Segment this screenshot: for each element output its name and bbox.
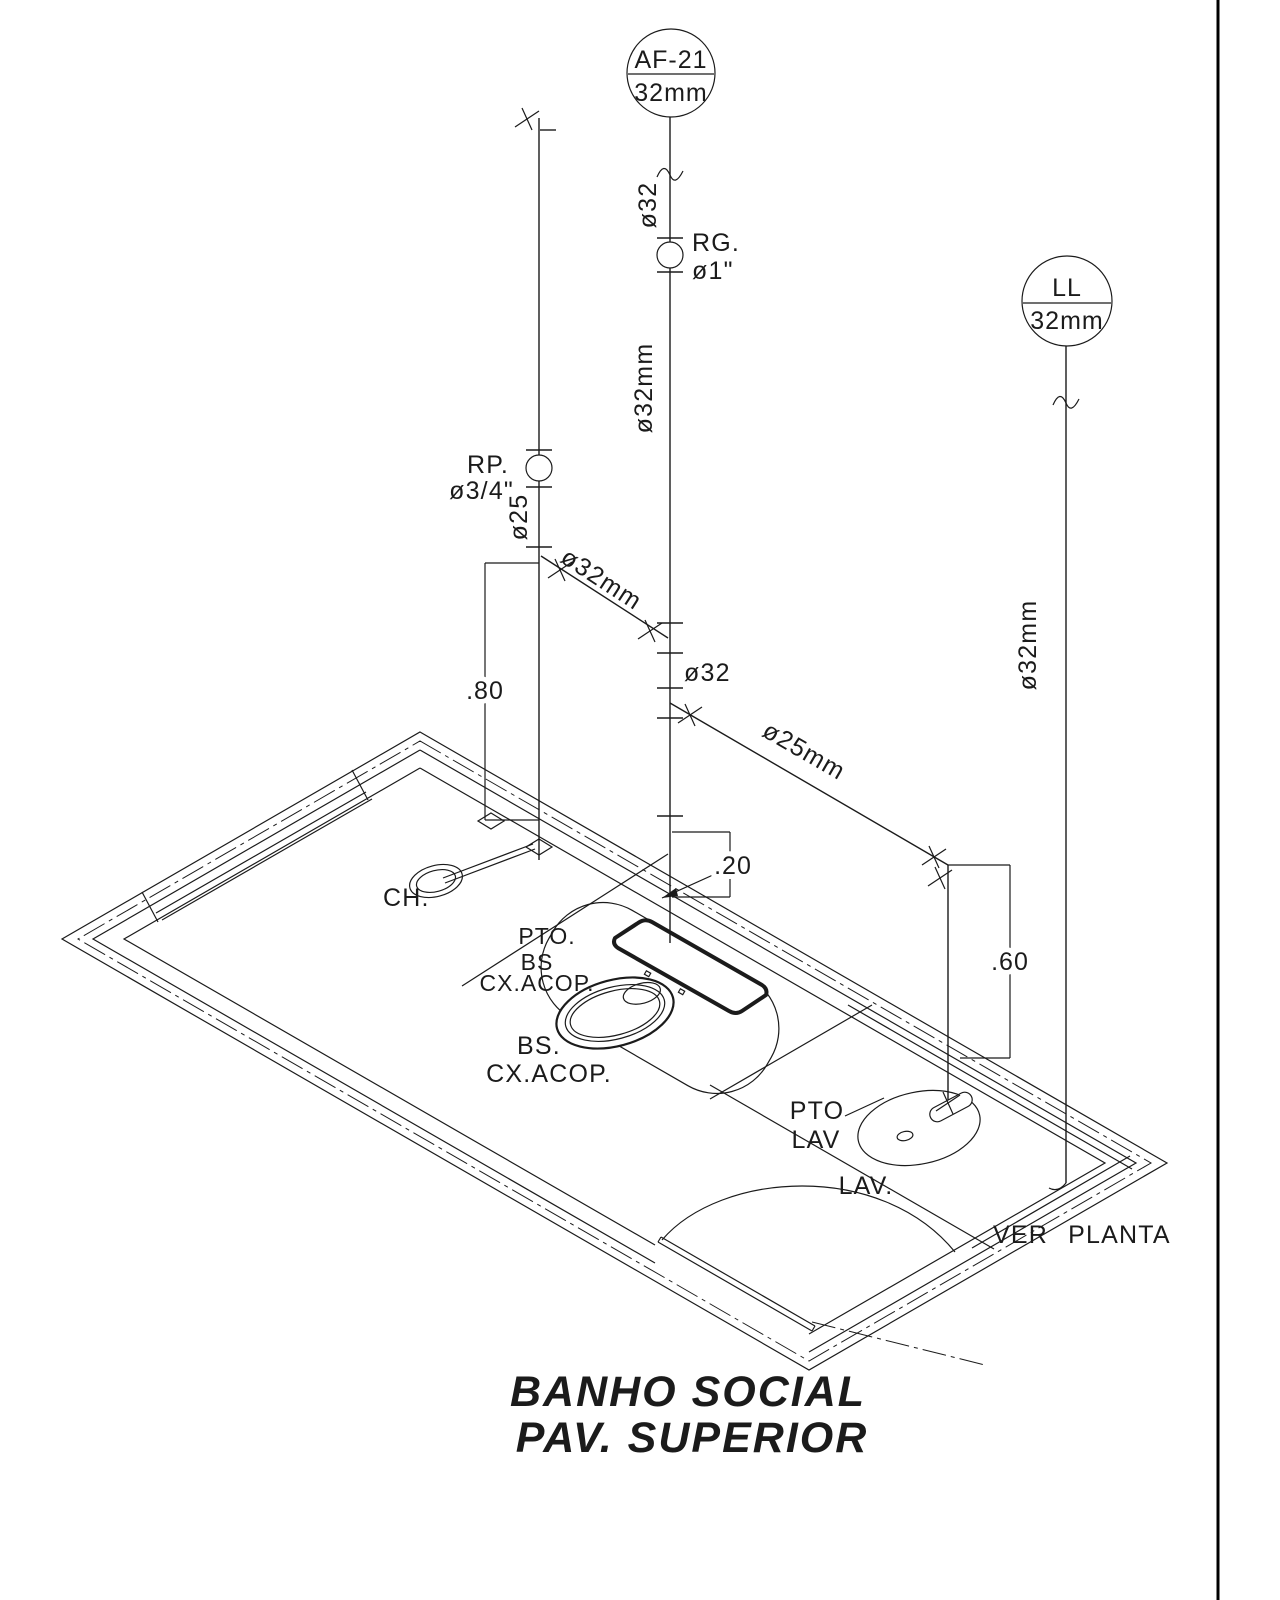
- wall-point-diamond-1: [476, 812, 506, 830]
- dimension-20: .20: [661, 831, 756, 899]
- counter-edge-back: [847, 1004, 1133, 1170]
- label-lav: LAV.: [839, 1172, 894, 1200]
- pipe-ticks: [526, 129, 683, 817]
- counter-edge-front: [709, 1084, 995, 1250]
- label-toilet-2: CX.ACOP.: [486, 1060, 612, 1088]
- room-walls: [60, 731, 1169, 1371]
- door-leaf-line-1: [657, 1241, 813, 1332]
- lav-point-leader: [844, 1097, 885, 1117]
- wall-centerline: [77, 740, 1152, 1362]
- door: [657, 1185, 956, 1332]
- counter-edge-right: [971, 1155, 1131, 1249]
- dimension-20-value: .20: [714, 852, 752, 880]
- label-toilet-1: BS.: [517, 1032, 561, 1060]
- dimension-80-value: .80: [466, 677, 504, 705]
- label-toilet-point-3: CX.ACOP.: [480, 970, 595, 996]
- toilet-bowl: [555, 976, 675, 1050]
- pipe-break-squiggle-af: [656, 167, 684, 181]
- label-af-riser-main: ø32mm: [630, 343, 658, 434]
- label-valve-rp-size: ø3/4": [449, 477, 514, 505]
- shower-jamb-1: [351, 769, 369, 801]
- drawing-title: BANHO SOCIAL PAV. SUPERIOR: [510, 1368, 869, 1462]
- pipe-labels: ø32 ø32mm ø25 ø32mm ø32mm ø25mm ø32 RG. …: [449, 182, 1042, 786]
- valve-rg: [656, 237, 684, 273]
- centerline-extension: [811, 1321, 986, 1366]
- dimension-60-value: .60: [991, 948, 1029, 976]
- label-af-riser-upper: ø32: [634, 182, 662, 229]
- pipe-break-squiggle-ll: [1052, 395, 1080, 409]
- door-leaf-cap-2: [811, 1325, 816, 1332]
- toilet-bolt-cap-1: [643, 969, 652, 978]
- label-lav-point-2: LAV: [792, 1126, 841, 1154]
- pipe-ll-end-hook: [1048, 1182, 1067, 1191]
- wall-inner-face-a: [419, 749, 1138, 1353]
- title-line-2: PAV. SUPERIOR: [516, 1414, 869, 1462]
- dimensions: .80 .20 .60: [461, 562, 1033, 1059]
- shower: [409, 812, 554, 899]
- piping: [514, 107, 1080, 1191]
- label-rp-drop: ø25: [505, 494, 533, 541]
- shower-glass-line-2: [161, 798, 373, 921]
- riser-tag-af21: AF-21 32mm: [626, 28, 716, 118]
- riser-ll-size: 32mm: [1030, 307, 1103, 335]
- dimension-80: .80: [461, 562, 539, 821]
- shower-arm-line-1: [442, 843, 534, 879]
- faucet: [929, 1091, 973, 1123]
- title-line-1: BANHO SOCIAL: [510, 1368, 866, 1416]
- toilet-bolt-cap-2: [677, 987, 686, 996]
- label-lav-point-1: PTO: [790, 1097, 845, 1125]
- label-valve-rg-name: RG.: [692, 229, 740, 257]
- wall-outer-face: [60, 731, 1169, 1371]
- shower-glass-line-1: [155, 791, 367, 914]
- riser-af21-size: 32mm: [634, 79, 707, 107]
- label-branch-25: ø25mm: [758, 716, 851, 786]
- counter-edge-left: [709, 1004, 873, 1100]
- floor-edge-a: [419, 767, 1107, 1335]
- label-valve-rp-name: RP.: [467, 451, 509, 479]
- shower-jamb-2: [141, 891, 159, 923]
- toilet-tank-lid: [612, 918, 769, 1015]
- label-shower: CH.: [383, 884, 430, 912]
- toilet: [461, 853, 780, 1095]
- wall-inner-face-b: [91, 749, 656, 1264]
- label-ll-riser: ø32mm: [1014, 600, 1042, 691]
- bowl-water: [622, 981, 661, 1005]
- label-valve-rg-size: ø1": [692, 257, 734, 285]
- basin-drain: [896, 1130, 914, 1142]
- dimension-60: .60: [948, 864, 1033, 1059]
- riser-af21-tag: AF-21: [634, 46, 707, 74]
- pipe-branch-25: [669, 702, 949, 866]
- door-leaf-line-2: [660, 1236, 816, 1327]
- label-branch-32: ø32mm: [556, 543, 647, 616]
- label-mid-32: ø32: [684, 659, 731, 687]
- label-toilet-point-2: BS: [521, 949, 554, 975]
- valve-rp: [525, 449, 553, 488]
- riser-ll-tag: LL: [1052, 274, 1082, 302]
- pipe-connection-marks: [514, 107, 961, 1115]
- toilet-point-leader: [461, 853, 669, 987]
- door-swing-arc: [661, 1185, 956, 1253]
- fixture-labels: CH. PTO. BS CX.ACOP. BS. CX.ACOP. PTO LA…: [383, 884, 1171, 1249]
- floor-edge-b: [122, 767, 656, 1246]
- shower-head: [409, 863, 463, 899]
- shower-arm-line-2: [444, 848, 536, 884]
- riser-tag-ll: LL 32mm: [1021, 255, 1113, 347]
- label-ver-planta: VER PLANTA: [993, 1221, 1171, 1249]
- door-leaf-cap-1: [657, 1236, 662, 1243]
- label-toilet-point-1: PTO.: [518, 923, 575, 949]
- lavatory-counter: [709, 1004, 1133, 1250]
